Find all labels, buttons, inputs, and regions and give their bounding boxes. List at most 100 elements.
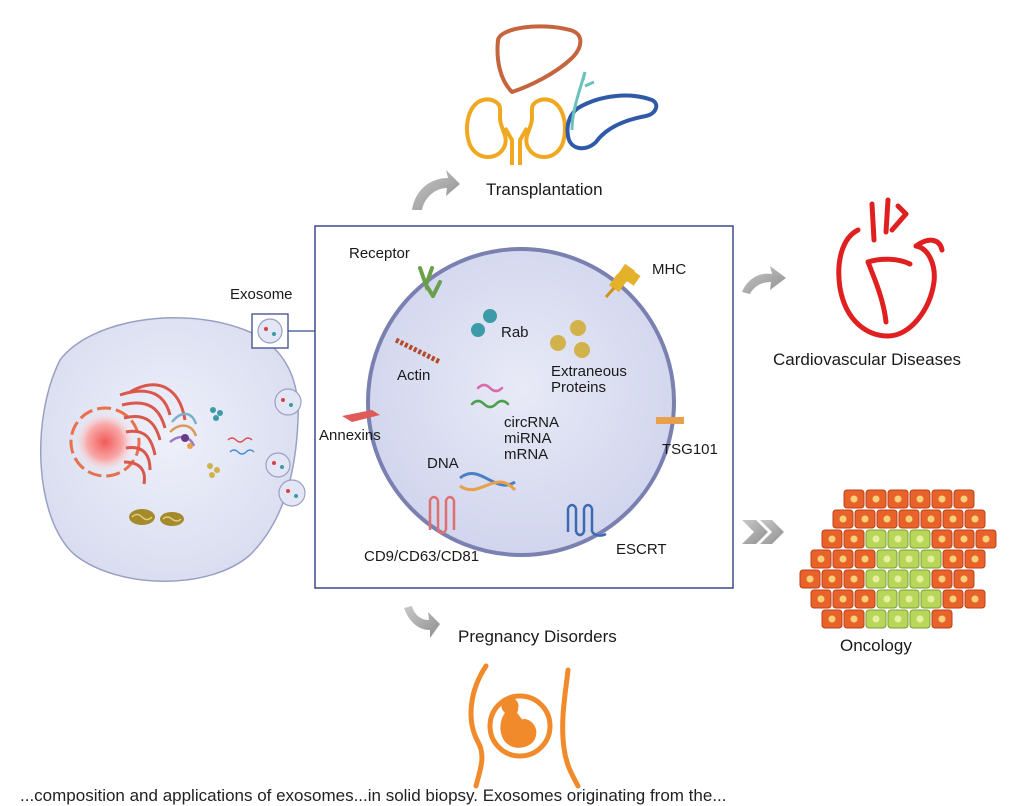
tissue-cell-nucleus xyxy=(894,535,902,543)
liver-icon xyxy=(495,24,583,94)
tissue-cell-nucleus xyxy=(872,575,880,583)
tissue-cell-nucleus xyxy=(828,535,836,543)
actin-filament xyxy=(394,337,442,365)
tissue-cell-nucleus xyxy=(982,535,990,543)
oncology-label: Oncology xyxy=(840,636,912,655)
vesicle xyxy=(187,443,193,449)
tetraspanin-label: CD9/CD63/CD81 xyxy=(364,548,480,565)
tissue-cell-nucleus xyxy=(883,595,891,603)
tissue-cell-nucleus xyxy=(872,535,880,543)
tissue-cell-nucleus xyxy=(883,515,891,523)
kidneys-icon xyxy=(465,97,567,165)
annexin-protein xyxy=(342,410,380,422)
tissue-cell-nucleus xyxy=(883,555,891,563)
pregnancy-label: Pregnancy Disorders xyxy=(458,627,617,646)
tissue-cell-nucleus xyxy=(905,595,913,603)
dna-label: DNA xyxy=(427,455,459,472)
tissue-cell-nucleus xyxy=(927,515,935,523)
tissue-cell-nucleus xyxy=(839,555,847,563)
tissue-cell-nucleus xyxy=(894,495,902,503)
rna-label: circRNA miRNA mRNA xyxy=(504,414,559,463)
budding-exosomes xyxy=(265,388,306,507)
tissue-cell-nucleus xyxy=(927,595,935,603)
rab-protein xyxy=(471,309,497,337)
tissue-cell-nucleus xyxy=(817,555,825,563)
transplantation-label: Transplantation xyxy=(486,180,603,199)
tissue-cell-nucleus xyxy=(861,595,869,603)
exosome-vesicle xyxy=(366,247,676,557)
rna-strands xyxy=(227,437,255,455)
tissue-cell-nucleus xyxy=(938,535,946,543)
receptor-protein xyxy=(418,266,442,298)
arrow-cardiovascular xyxy=(742,266,786,294)
annexins-label: Annexins xyxy=(319,427,381,444)
tissue-cell-nucleus xyxy=(927,555,935,563)
tissue-cell-nucleus xyxy=(938,615,946,623)
mitochondria xyxy=(129,509,184,526)
tissue-cell-nucleus xyxy=(960,495,968,503)
tissue-cell-nucleus xyxy=(850,495,858,503)
tissue-cell-nucleus xyxy=(850,535,858,543)
tissue-cell-nucleus xyxy=(861,515,869,523)
endoplasmic-reticulum xyxy=(119,383,187,485)
tissue-cell-nucleus xyxy=(872,495,880,503)
tissue-cell-nucleus xyxy=(850,575,858,583)
tissue-cell-nucleus xyxy=(850,615,858,623)
tissue-cell-nucleus xyxy=(872,615,880,623)
extraneous-proteins-label: Extraneous Proteins xyxy=(551,363,627,396)
tetraspanin-protein xyxy=(428,495,456,535)
tissue-cell-nucleus xyxy=(905,515,913,523)
mhc-protein xyxy=(604,263,641,298)
tissue-cell-nucleus xyxy=(817,595,825,603)
tissue-cell-nucleus xyxy=(894,615,902,623)
tissue-cell-nucleus xyxy=(916,495,924,503)
tissue-cell-nucleus xyxy=(916,535,924,543)
heart-icon xyxy=(836,197,945,339)
figure-caption: ...composition and applications of exoso… xyxy=(20,786,727,805)
pancreas-icon xyxy=(565,71,659,151)
actin-label: Actin xyxy=(397,367,431,384)
tissue-cell-nucleus xyxy=(938,495,946,503)
tissue-cell-nucleus xyxy=(949,595,957,603)
arrow-transplantation xyxy=(412,170,460,210)
tsg101-label: TSG101 xyxy=(662,441,718,458)
exosome-label: Exosome xyxy=(230,286,293,303)
tumor-tissue-icon xyxy=(799,489,997,629)
pregnancy-icon xyxy=(468,663,581,789)
tissue-cell-nucleus xyxy=(905,555,913,563)
receptor-label: Receptor xyxy=(349,245,410,262)
tissue-cell-nucleus xyxy=(971,555,979,563)
nucleus xyxy=(69,406,141,478)
tissue-cell-nucleus xyxy=(916,615,924,623)
tissue-cell-nucleus xyxy=(806,575,814,583)
escrt-label: ESCRT xyxy=(616,541,667,558)
escrt-protein xyxy=(566,503,607,537)
tissue-cell-nucleus xyxy=(894,575,902,583)
tissue-cell-nucleus xyxy=(839,595,847,603)
tissue-cell-nucleus xyxy=(861,555,869,563)
tissue-cell-nucleus xyxy=(971,515,979,523)
exosome-thumbnail xyxy=(251,313,315,349)
tissue-cell-nucleus xyxy=(828,615,836,623)
vesicle xyxy=(181,434,189,442)
protein-dots xyxy=(207,407,223,478)
extraneous-protein-dots xyxy=(550,320,590,358)
tissue-cell-nucleus xyxy=(938,575,946,583)
tissue-cell-nucleus xyxy=(839,515,847,523)
tissue-cell-nucleus xyxy=(828,575,836,583)
dna-helix xyxy=(459,472,517,492)
rab-label: Rab xyxy=(501,324,529,341)
arrow-pregnancy xyxy=(404,606,440,638)
tsg101-protein xyxy=(656,417,684,424)
rna-molecules xyxy=(470,383,510,409)
tissue-cell-nucleus xyxy=(971,595,979,603)
mhc-label: MHC xyxy=(652,261,687,278)
tissue-cell-nucleus xyxy=(916,575,924,583)
cardiovascular-label: Cardiovascular Diseases xyxy=(773,350,962,369)
arrow-oncology xyxy=(742,520,784,544)
tissue-cell-nucleus xyxy=(949,515,957,523)
tissue-cell-nucleus xyxy=(960,535,968,543)
parent-cell xyxy=(40,317,306,582)
tissue-cell-nucleus xyxy=(960,575,968,583)
